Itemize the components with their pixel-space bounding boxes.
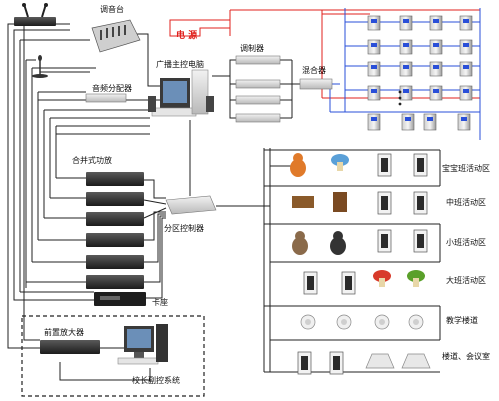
column-speaker-grill-icon [417, 196, 424, 210]
wireless-mic-icon [14, 3, 56, 26]
modulator-stack [235, 55, 281, 123]
ellipsis-dot [398, 96, 402, 100]
mushroom-speaker-icon [331, 154, 349, 166]
column-speaker-grill-icon [345, 276, 352, 290]
wiring [7, 20, 441, 381]
wall-speaker-icon [423, 113, 437, 131]
zone-label-4: 教学楼道 [446, 316, 478, 325]
zone-controller-label: 分区控制器 [164, 224, 204, 233]
remote-control-box [21, 315, 205, 397]
speaker-indicator-icon [433, 19, 439, 23]
ceiling-speaker-cone-icon [341, 319, 347, 325]
column-speaker-grill-icon [417, 234, 424, 248]
combiner-label: 混合器 [302, 66, 326, 75]
speaker-indicator-icon [403, 89, 409, 93]
speaker-indicator-icon [371, 65, 377, 69]
mixing-console-icon [91, 19, 141, 53]
animal-head-icon [295, 231, 305, 241]
ceiling-speaker-cone-icon [305, 319, 311, 325]
speaker-indicator-icon [427, 117, 433, 121]
speaker-indicator-icon [463, 65, 469, 69]
remote-control-label: 校长副控系统 [132, 376, 180, 385]
column-speaker-grill-icon [301, 356, 308, 370]
card-deck-label: 卡座 [152, 298, 168, 307]
column-speaker-grill-icon [307, 276, 314, 290]
speaker-indicator-icon [371, 43, 377, 47]
speaker-indicator-icon [403, 65, 409, 69]
mixer-console-label: 调音台 [100, 5, 124, 14]
desk-microphone-icon [32, 55, 48, 78]
mushroom-stem-icon [413, 278, 419, 287]
speaker-indicator-icon [433, 43, 439, 47]
ellipsis-dot [398, 90, 402, 94]
zone-controller-icon [165, 195, 217, 215]
sign-speaker-icon [292, 196, 314, 208]
broadcast-pc-label: 广播主控电脑 [156, 60, 204, 69]
ceiling-speaker-cone-icon [379, 319, 385, 325]
ceiling-speaker-cone-icon [413, 319, 419, 325]
wall-speaker-icon [367, 113, 381, 131]
audio-splitter-label: 音频分配器 [92, 84, 132, 93]
speaker-indicator-icon [461, 117, 467, 121]
zone-label-2: 小班活动区 [446, 238, 486, 247]
column-speaker-grill-icon [381, 234, 388, 248]
mushroom-stem-icon [337, 162, 343, 171]
speaker-indicator-icon [371, 89, 377, 93]
column-speaker-grill-icon [333, 356, 340, 370]
wall-speaker-icon [457, 113, 471, 131]
animal-head-icon [293, 153, 303, 163]
signal-lines [329, 8, 481, 140]
animal-head-icon [333, 231, 343, 241]
mushroom-stem-icon [379, 278, 385, 287]
card-deck-icon [94, 292, 146, 306]
wall-speaker-icon [401, 113, 415, 131]
column-speaker-grill-icon [381, 196, 388, 210]
animal-speaker-icon [330, 237, 346, 255]
speaker-indicator-icon [463, 43, 469, 47]
speaker-indicator-icon [463, 89, 469, 93]
speaker-indicator-icon [371, 117, 377, 121]
modulator-label: 调制器 [240, 44, 264, 53]
speaker-indicator-icon [433, 89, 439, 93]
zone-label-5: 楼道、会议室 [442, 352, 490, 361]
ellipsis-dot [398, 102, 402, 106]
speaker-indicator-icon [403, 19, 409, 23]
pre-amp-label: 前置放大器 [44, 328, 84, 337]
power-label: 电 源 [176, 31, 198, 41]
integrated-amp-label: 合并式功放 [72, 156, 112, 165]
amplifier-stack [86, 172, 144, 289]
mushroom-speaker-icon [373, 270, 391, 282]
horn-speaker-icon [365, 353, 395, 369]
speaker-indicator-icon [463, 19, 469, 23]
column-speaker-grill-icon [417, 158, 424, 172]
broadcast-pc-icon [148, 69, 214, 117]
zone-label-0: 宝宝班活动区 [442, 164, 490, 173]
zone-label-3: 大班活动区 [446, 276, 486, 285]
speaker-indicator-icon [433, 65, 439, 69]
speaker-indicator-icon [403, 43, 409, 47]
speaker-indicator-icon [405, 117, 411, 121]
combiner-icon [299, 78, 333, 90]
mushroom-speaker-icon [407, 270, 425, 282]
animal-speaker-icon [292, 237, 308, 255]
tree-stump-speaker-icon [333, 192, 347, 212]
speaker-indicator-icon [371, 19, 377, 23]
column-speaker-grill-icon [381, 158, 388, 172]
animal-speaker-icon [290, 159, 306, 177]
horn-speaker-icon [401, 353, 431, 369]
zone-label-1: 中班活动区 [446, 198, 486, 207]
audio-splitter-icon [85, 93, 127, 103]
